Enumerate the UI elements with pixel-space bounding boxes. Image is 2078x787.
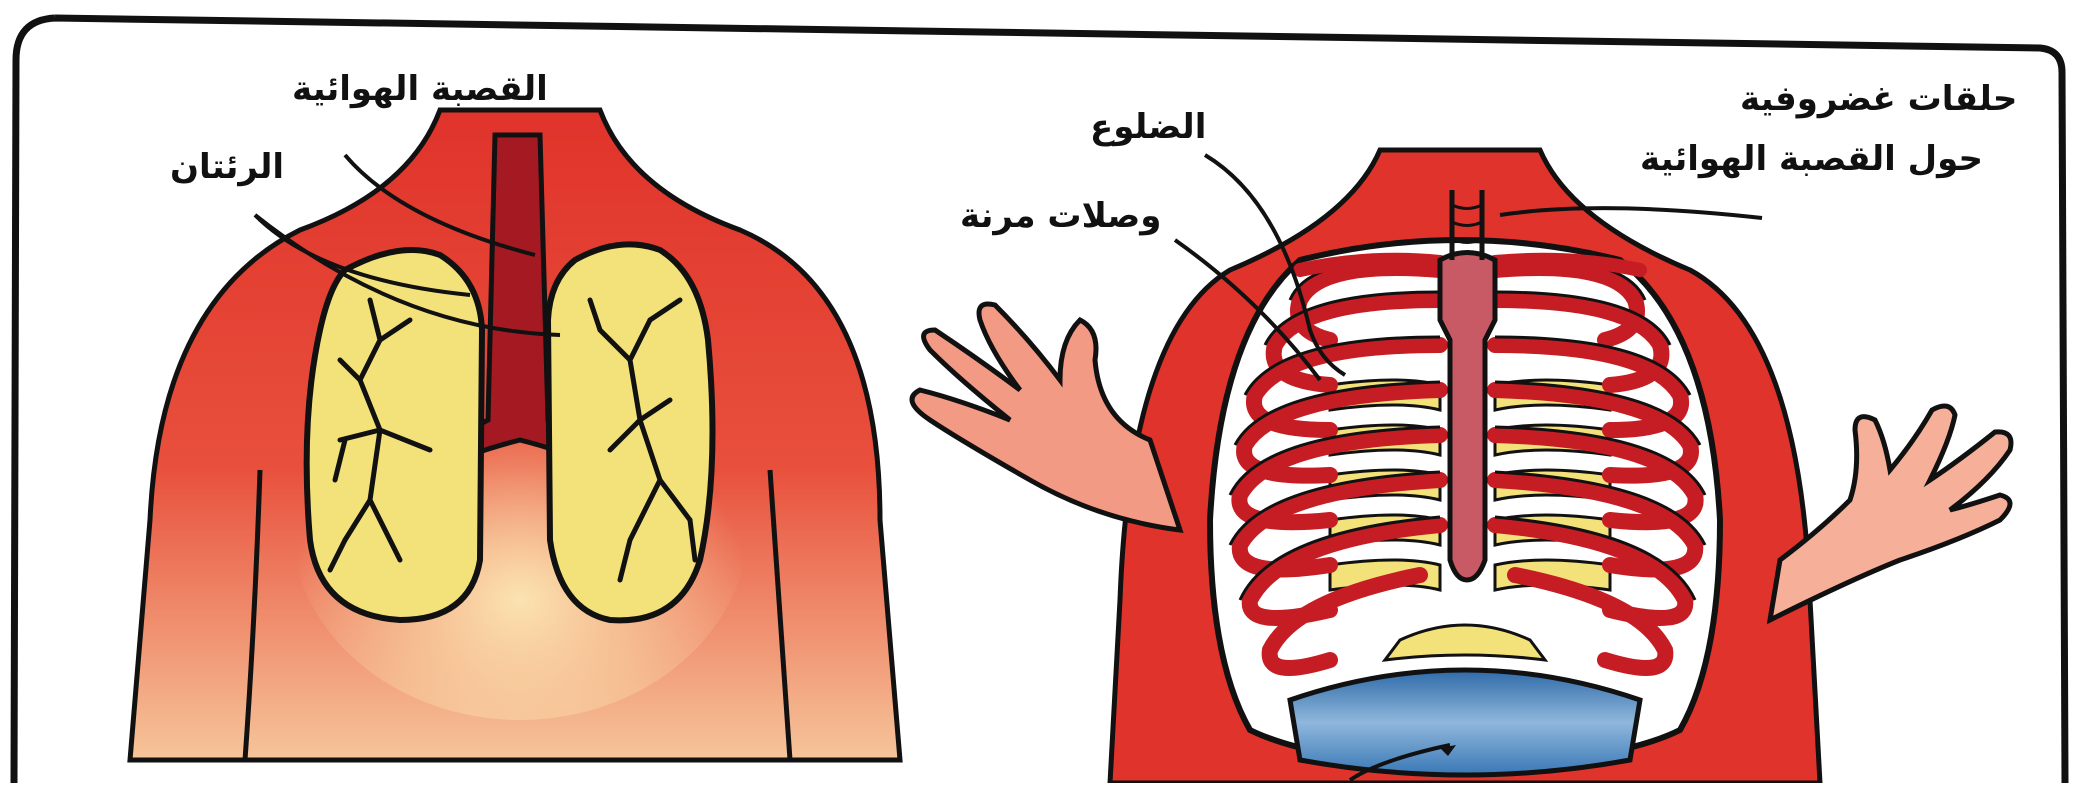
torso-with-lungs-icon xyxy=(130,110,900,760)
label-cartilage-rings-line1: حلقات غضروفية xyxy=(1740,80,2017,119)
right-figure-left-hand xyxy=(912,304,1180,530)
torso-with-ribcage-icon xyxy=(912,150,2011,783)
label-trachea: القصبة الهوائية xyxy=(292,70,548,109)
right-figure-right-hand xyxy=(1770,406,2011,620)
label-cartilage-rings-line2: حول القصبة الهوائية xyxy=(1640,140,1983,179)
label-lungs: الرئتان xyxy=(170,148,284,187)
sternum xyxy=(1440,253,1495,581)
diaphragm xyxy=(1290,670,1640,775)
label-flexible-joints: وصلات مرنة xyxy=(960,197,1161,236)
label-ribs: الضلوع xyxy=(1090,108,1206,147)
